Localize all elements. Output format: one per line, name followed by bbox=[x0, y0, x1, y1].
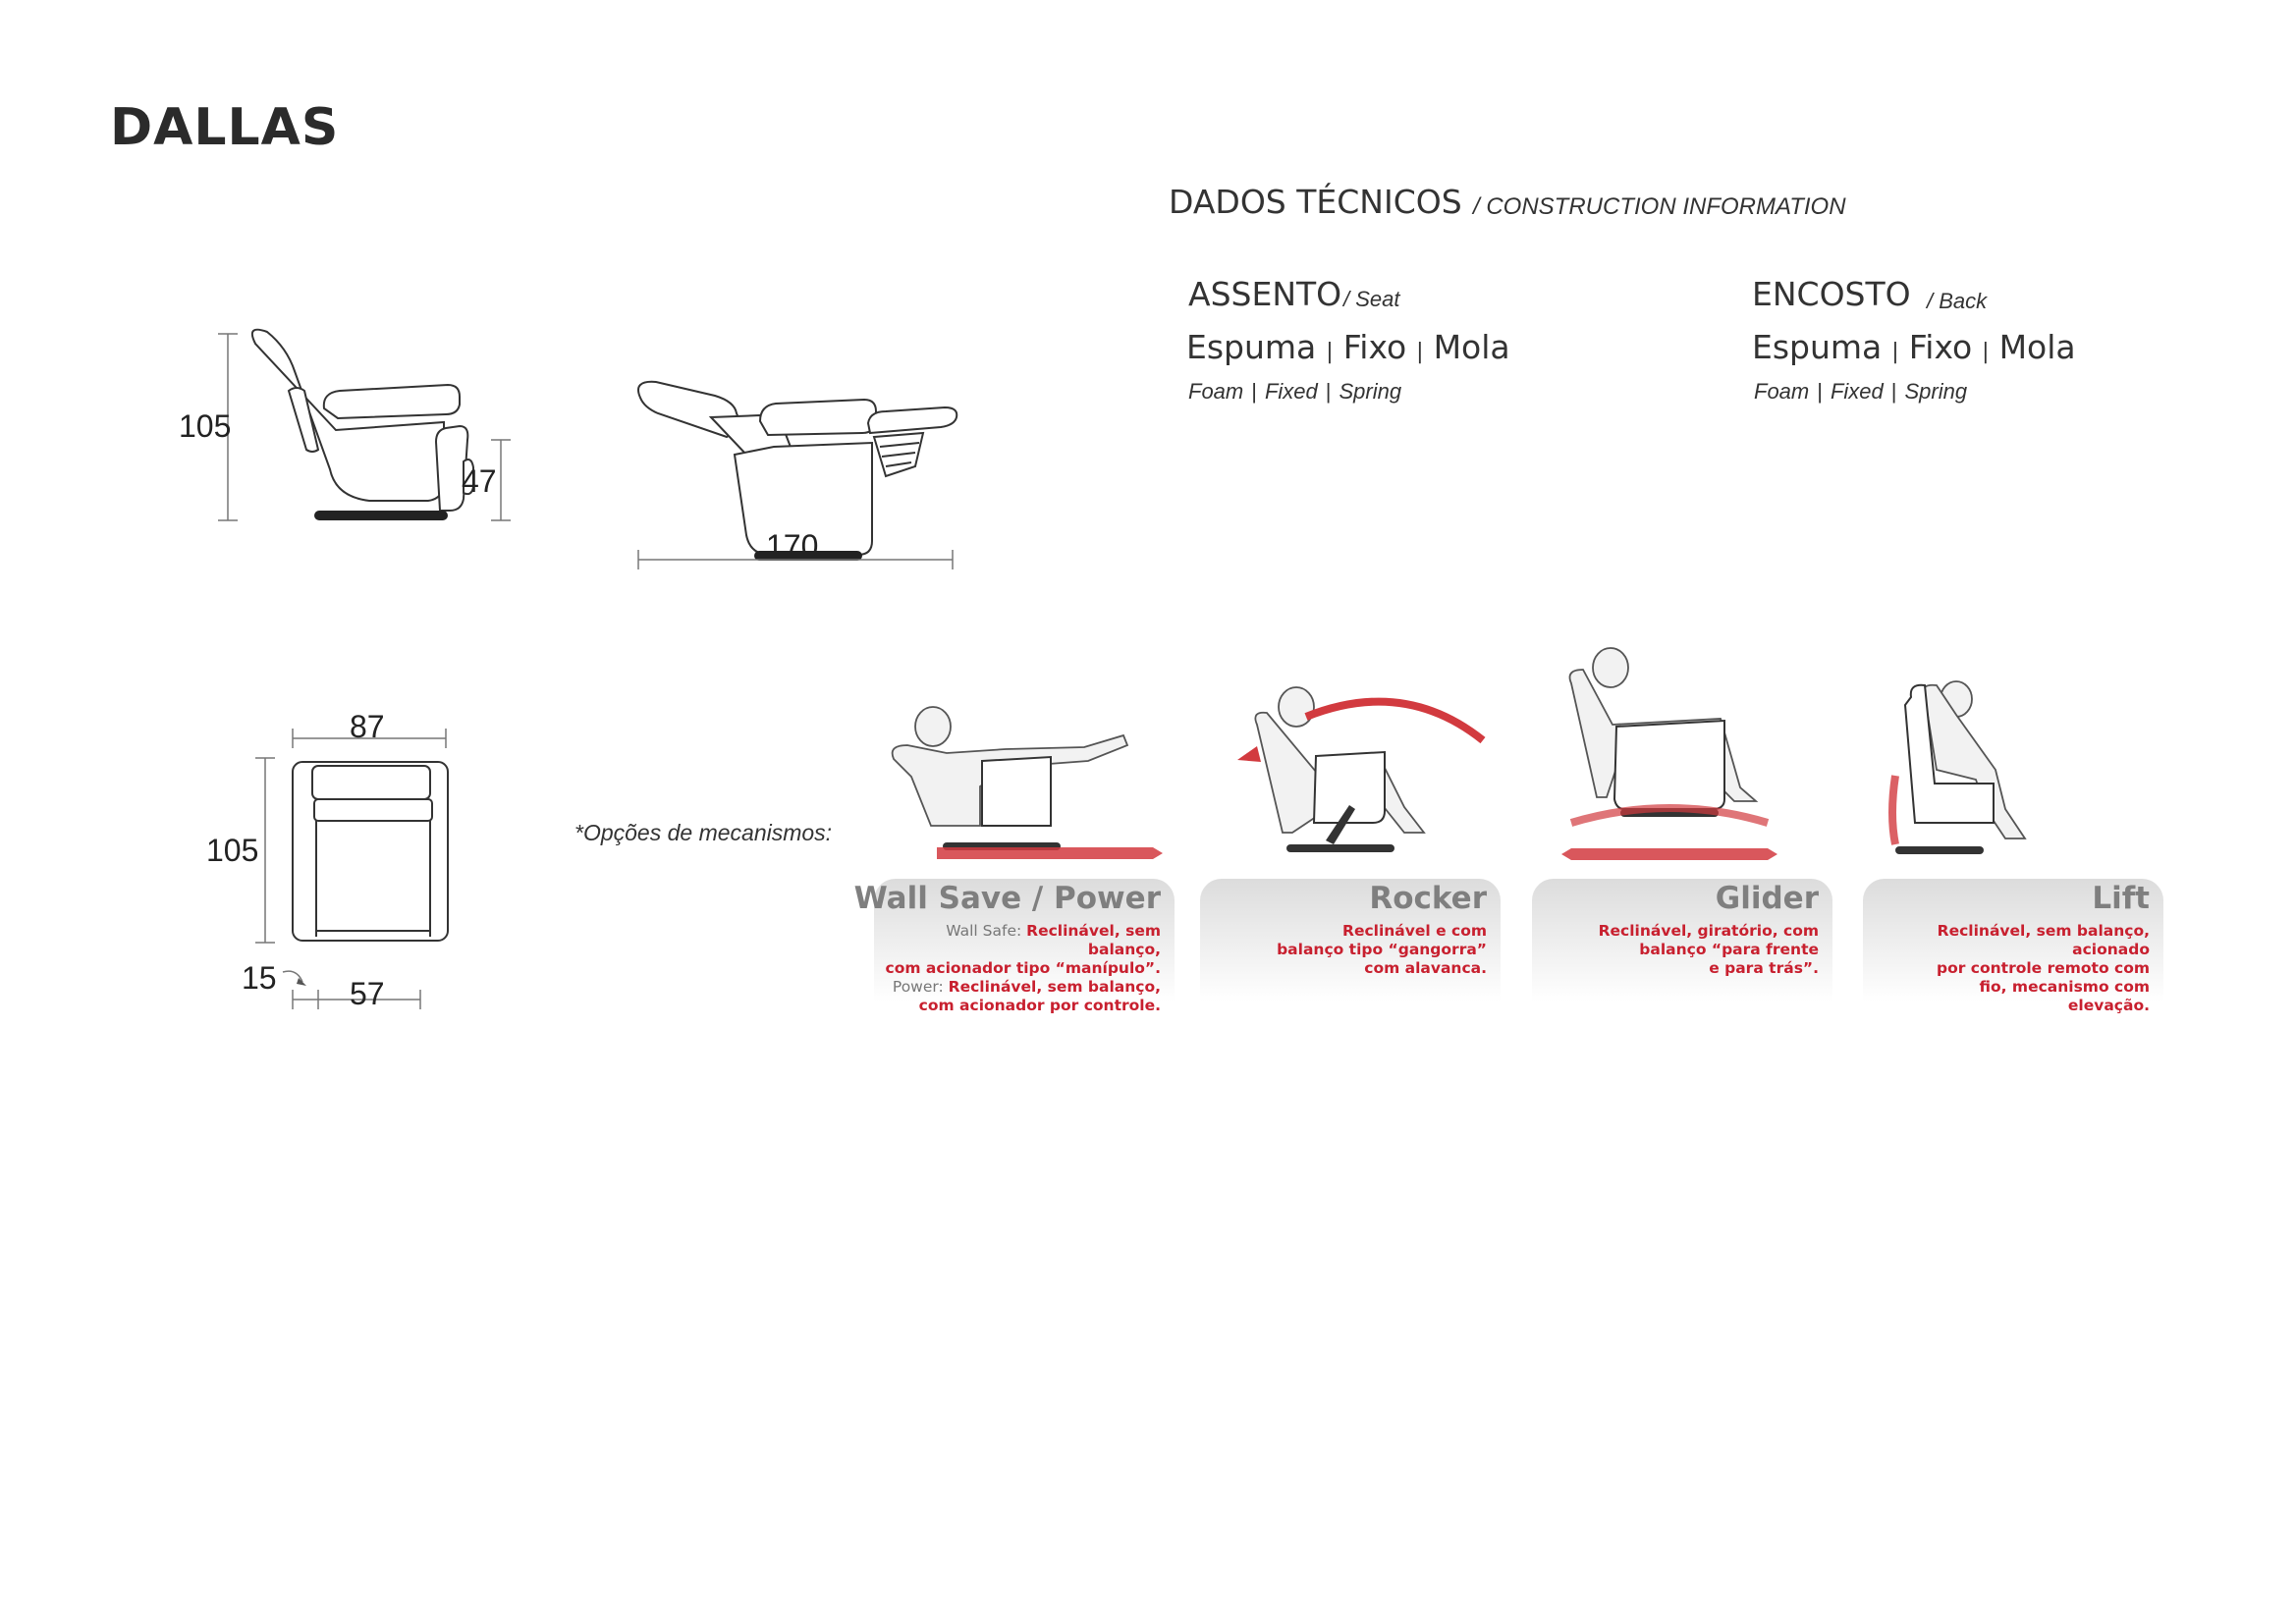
mechanism-description: Wall Safe: Reclinável, sem balanço, com … bbox=[874, 922, 1161, 1015]
seat-materials: Espuma|Fixo|Mola bbox=[1186, 328, 1510, 366]
dim-top-depth: 105 bbox=[206, 833, 259, 868]
tech-title: DADOS TÉCNICOS bbox=[1169, 183, 1462, 221]
desc-line: Reclinável, sem balanço, bbox=[1026, 922, 1161, 958]
desc-line: balanço “para frente bbox=[1639, 941, 1819, 958]
dim-top-width: 87 bbox=[350, 709, 385, 744]
product-title: DALLAS bbox=[110, 98, 340, 157]
dim-seat-height: 47 bbox=[462, 463, 497, 499]
back-materials: Espuma|Fixo|Mola bbox=[1752, 328, 2076, 366]
back-material-foam: Espuma bbox=[1752, 328, 1883, 366]
mechanism-label-wall-safe: Wall Safe: bbox=[946, 922, 1027, 940]
back-material-fixed-en: Fixed bbox=[1830, 379, 1884, 404]
mechanism-options-label: *Opções de mecanismos: bbox=[574, 820, 833, 845]
seat-materials-en: Foam|Fixed|Spring bbox=[1188, 379, 1402, 404]
dim-side-height: 105 bbox=[179, 408, 232, 444]
mechanism-name: Glider bbox=[1715, 881, 1819, 916]
tech-subtitle: / CONSTRUCTION INFORMATION bbox=[1473, 193, 1846, 220]
back-heading-en: / Back bbox=[1927, 289, 1988, 313]
reclined-view-drawing bbox=[637, 380, 958, 569]
desc-line: elevação. bbox=[2067, 997, 2150, 1014]
desc-line: com acionador por controle. bbox=[918, 997, 1161, 1014]
back-material-fixed: Fixo bbox=[1908, 328, 1973, 366]
desc-line: Reclinável, sem balanço, bbox=[948, 978, 1161, 996]
back-heading: ENCOSTO bbox=[1752, 275, 1911, 313]
dim-top-seat-width: 57 bbox=[350, 976, 385, 1011]
wall-save-illustration bbox=[891, 706, 1163, 859]
seat-material-spring-en: Spring bbox=[1339, 379, 1402, 404]
seat-material-fixed-en: Fixed bbox=[1264, 379, 1318, 404]
mechanism-description: Reclinável, giratório, com balanço “para… bbox=[1599, 922, 1819, 978]
mechanism-description: Reclinável e com balanço tipo “gangorra”… bbox=[1277, 922, 1487, 978]
desc-line: balanço tipo “gangorra” bbox=[1277, 941, 1487, 958]
mechanism-card-glider: Glider Reclinável, giratório, com balanç… bbox=[1532, 879, 1832, 1001]
side-view-drawing bbox=[218, 328, 511, 521]
mechanism-label-power: Power: bbox=[892, 978, 949, 996]
glider-illustration bbox=[1561, 647, 1777, 860]
mechanism-name: Lift bbox=[2092, 881, 2150, 916]
desc-line: Reclinável e com bbox=[1342, 922, 1487, 940]
mechanism-card-lift: Lift Reclinável, sem balanço, acionado p… bbox=[1863, 879, 2163, 1014]
desc-line: com alavanca. bbox=[1364, 959, 1487, 977]
desc-line: fio, mecanismo com bbox=[1979, 978, 2151, 996]
mechanism-card-rocker: Rocker Reclinável e com balanço tipo “ga… bbox=[1200, 879, 1501, 1001]
mechanism-description: Reclinável, sem balanço, acionado por co… bbox=[1863, 922, 2150, 1015]
back-material-foam-en: Foam bbox=[1754, 379, 1810, 404]
back-material-spring-en: Spring bbox=[1904, 379, 1968, 404]
back-material-spring: Mola bbox=[1998, 328, 2076, 366]
desc-line: por controle remoto com bbox=[1937, 959, 2150, 977]
desc-line: e para trás”. bbox=[1709, 959, 1819, 977]
mechanism-card-wall-save: Wall Save / Power Wall Safe: Reclinável,… bbox=[854, 879, 1175, 1014]
dim-reclined-length: 170 bbox=[766, 528, 819, 564]
seat-material-spring: Mola bbox=[1433, 328, 1510, 366]
rocker-illustration bbox=[1237, 686, 1486, 852]
seat-material-fixed: Fixo bbox=[1342, 328, 1407, 366]
top-view-drawing bbox=[255, 729, 449, 1009]
mechanism-name: Wall Save / Power bbox=[853, 881, 1161, 916]
desc-line: Reclinável, giratório, com bbox=[1598, 922, 1819, 940]
back-materials-en: Foam|Fixed|Spring bbox=[1754, 379, 1968, 404]
desc-line: com acionador tipo “manípulo”. bbox=[885, 959, 1161, 977]
seat-heading-en: / Seat bbox=[1343, 287, 1400, 311]
seat-material-foam: Espuma bbox=[1186, 328, 1317, 366]
seat-heading: ASSENTO bbox=[1188, 275, 1342, 313]
dim-top-arm: 15 bbox=[242, 960, 277, 996]
desc-line: Reclinável, sem balanço, acionado bbox=[1937, 922, 2150, 958]
lift-illustration bbox=[1888, 680, 2027, 854]
mechanism-name: Rocker bbox=[1369, 881, 1487, 916]
seat-material-foam-en: Foam bbox=[1188, 379, 1244, 404]
